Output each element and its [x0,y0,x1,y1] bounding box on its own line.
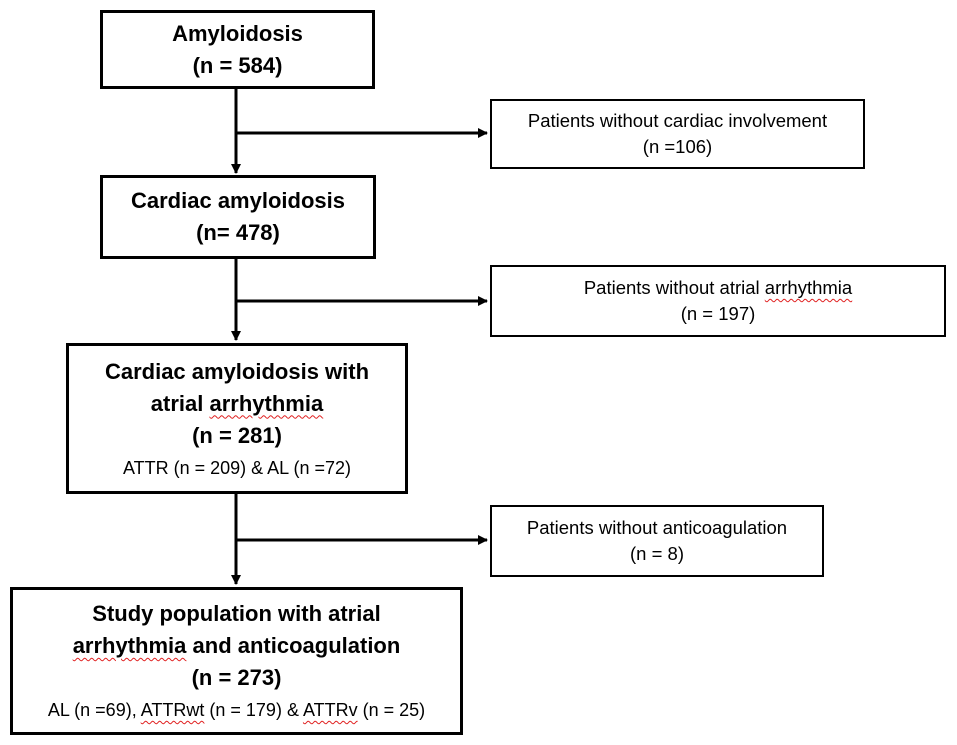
box3-title-line1: Cardiac amyloidosis with [104,358,370,384]
box3-count: (n = 281) [192,422,282,448]
box4-count: (n = 273) [191,665,282,690]
box4-subgroups: AL (n =69), ATTRwt (n = 179) & ATTRv (n … [47,700,426,720]
exclusion1-text: Patients without cardiac involvement [527,110,828,131]
box4-title-line2: arrhythmia and anticoagulation [72,633,401,658]
box-cardiac-amyloidosis-title: Cardiac amyloidosis [131,188,345,213]
box-amyloidosis: Amyloidosis (n = 584) [100,10,375,89]
box-amyloidosis-count: (n = 584) [192,52,283,78]
box-amyloidosis-title: Amyloidosis [172,20,303,46]
box4-title-line1: Study population with atrial [92,601,381,626]
exclusion-box-no-anticoagulation: Patients without anticoagulation (n = 8) [490,505,824,577]
exclusion3-count: (n = 8) [630,543,684,564]
exclusion3-text: Patients without anticoagulation [526,517,788,538]
exclusion2-text: Patients without atrial arrhythmia [583,277,853,298]
box-cardiac-amyloidosis-count: (n= 478) [196,220,280,245]
box3-subgroups: ATTR (n = 209) & AL (n =72) [122,457,352,478]
exclusion1-count: (n =106) [642,136,713,157]
exclusion-box-no-cardiac-involvement: Patients without cardiac involvement (n … [490,99,865,169]
exclusion-box-no-atrial-arrhythmia: Patients without atrial arrhythmia (n = … [490,265,946,337]
box-cardiac-amyloidosis: Cardiac amyloidosis (n= 478) [100,175,376,259]
exclusion2-count: (n = 197) [680,303,756,324]
box-study-population: Study population with atrial arrhythmia … [10,587,463,735]
box-cardiac-amyloidosis-with-arrhythmia: Cardiac amyloidosis with atrial arrhythm… [66,343,408,494]
box3-title-line2: atrial arrhythmia [150,390,324,416]
